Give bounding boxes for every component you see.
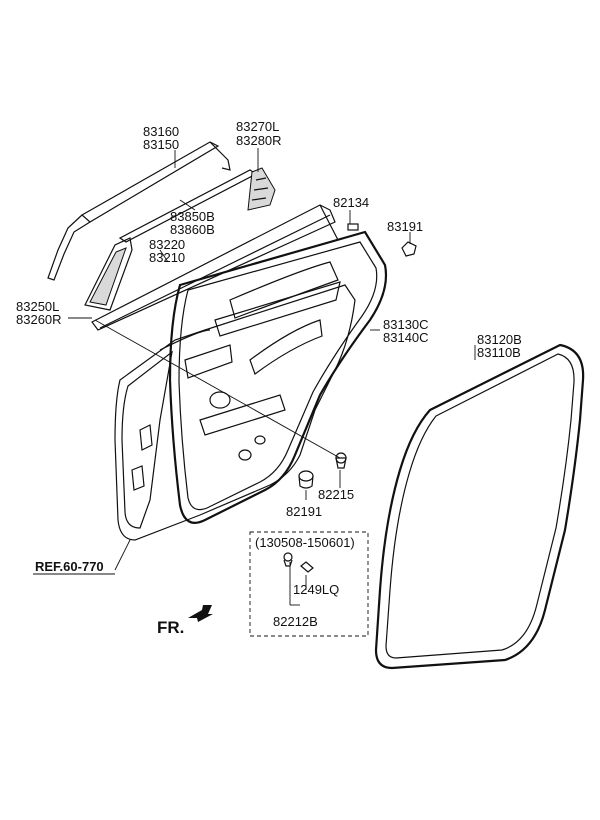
label-83250L: 83250L [16,299,59,314]
label-front: FR. [157,618,184,637]
quarter-glass [84,237,133,311]
glass-run-channel [91,204,345,331]
outer-weatherstrip [374,343,585,670]
label-83110B: 83110B [477,345,521,360]
inset-screw [300,561,314,573]
label-83220: 83220 [149,237,185,252]
fastener-83191 [401,241,417,257]
label-date-range: (130508-150601) [255,535,355,550]
delta-cover [247,167,276,211]
label-1249LQ: 1249LQ [293,582,339,597]
label-83120B: 83120B [477,332,522,347]
label-82215: 82215 [318,487,354,502]
inset-clip [283,552,293,567]
label-83140C: 83140C [383,330,429,345]
label-83160: 83160 [143,124,179,139]
leader-lines [33,148,476,606]
label-82134: 82134 [333,195,369,210]
plug-82191 [298,470,314,489]
label-ref: REF.60-770 [35,559,104,574]
upper-moulding [47,141,231,281]
fastener-82134 [347,223,359,231]
door-weatherstrip [168,230,388,524]
front-arrow-icon [188,605,213,622]
inset-box [249,531,369,637]
label-83280R: 83280R [236,133,282,148]
label-83130C: 83130C [383,317,429,332]
label-83191: 83191 [387,219,423,234]
label-83150: 83150 [143,137,179,152]
label-82191: 82191 [286,504,322,519]
label-83860B: 83860B [170,222,215,237]
label-82212B: 82212B [273,614,318,629]
label-83270L: 83270L [236,119,279,134]
label-83260R: 83260R [16,312,62,327]
bolt-82215 [335,452,347,469]
label-83210: 83210 [149,250,185,265]
label-83850B: 83850B [170,209,215,224]
